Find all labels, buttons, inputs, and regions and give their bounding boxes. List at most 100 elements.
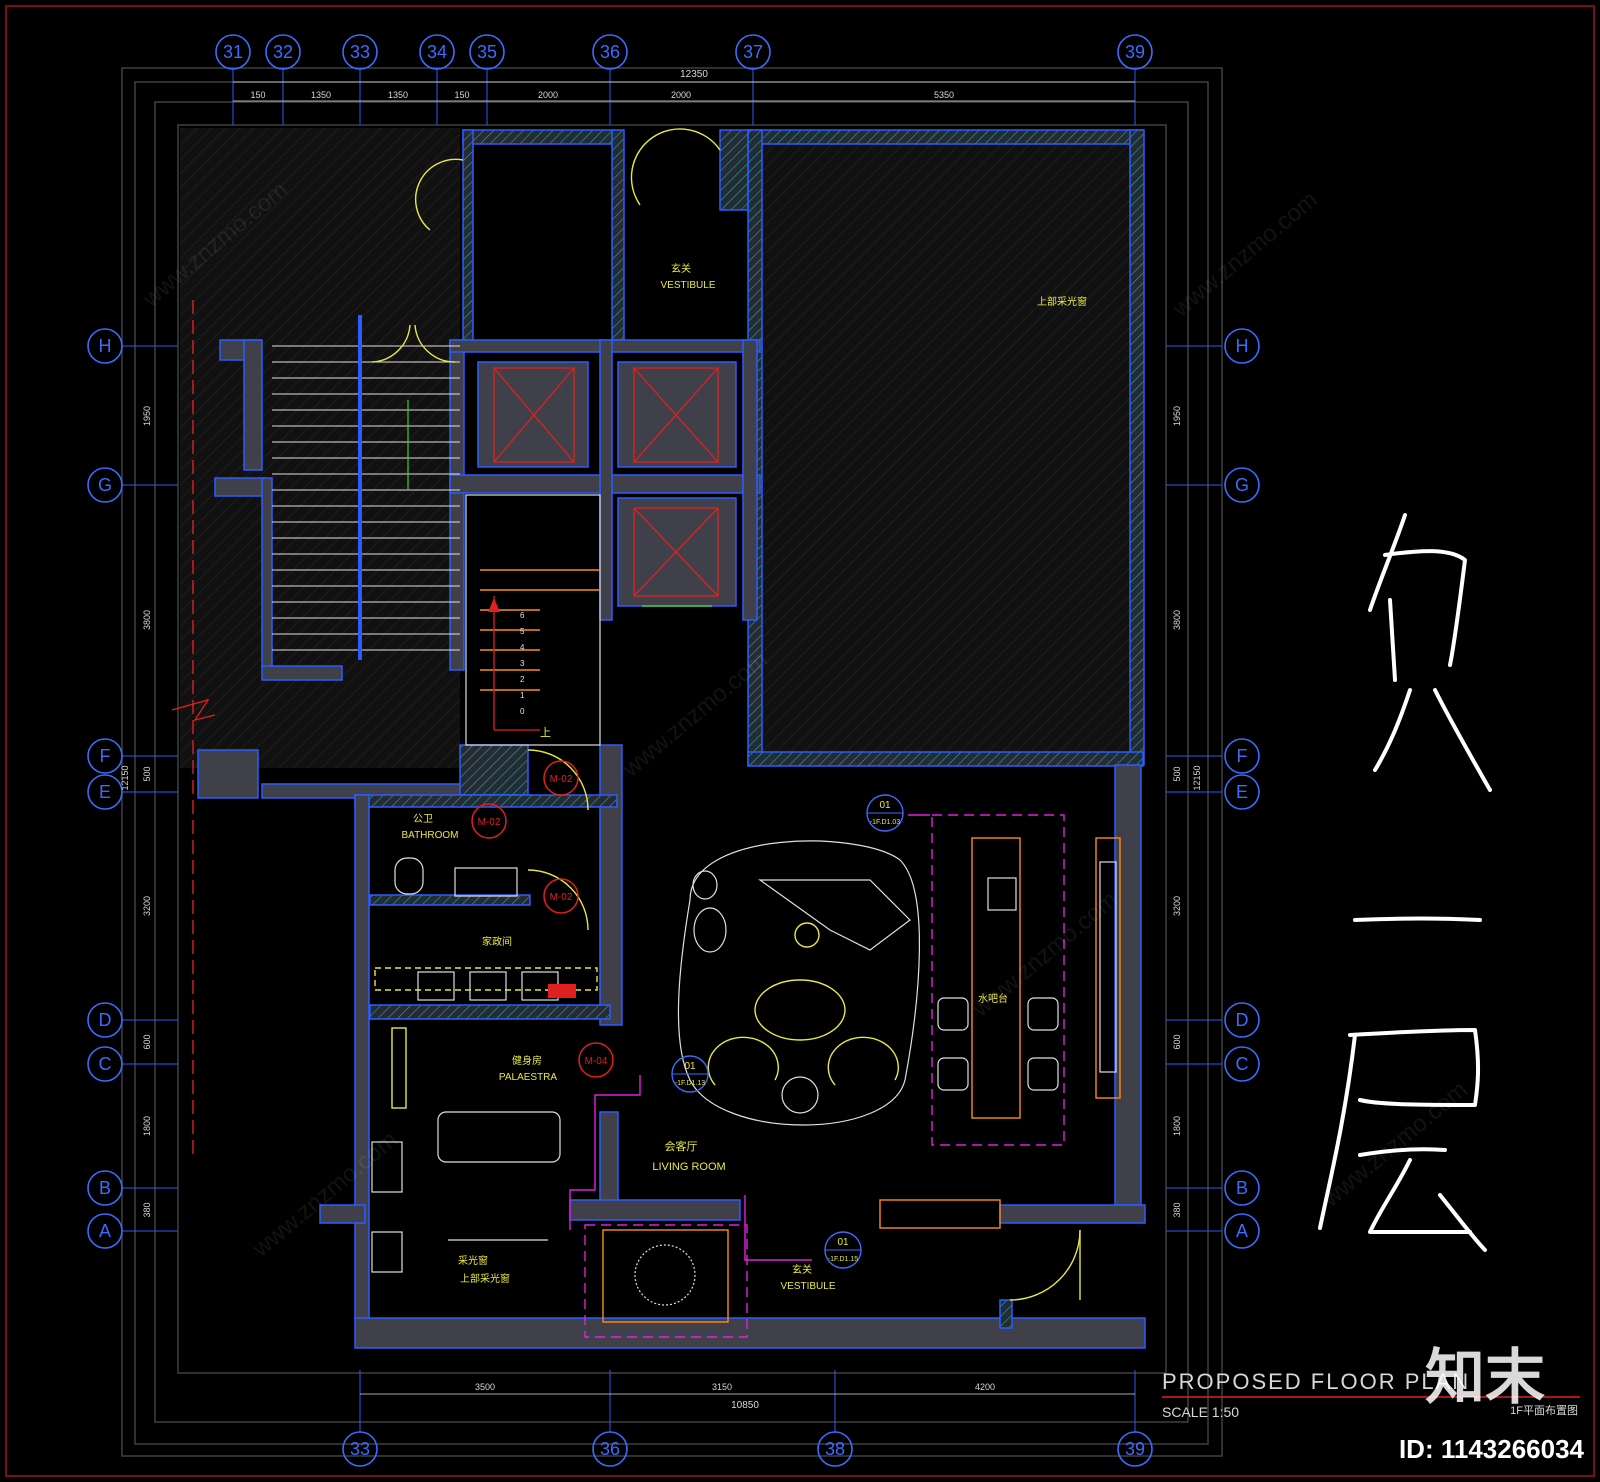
door-tag-label: M-04 <box>585 1056 608 1067</box>
dim-bottom: 3500 <box>475 1382 495 1392</box>
vestibule-top-en: VESTIBULE <box>660 280 715 291</box>
elevation-num: 01 <box>684 1061 696 1072</box>
elevation-ref: -1F.D1.13 <box>675 1080 705 1087</box>
unbuilt-area-nw <box>180 128 460 768</box>
living-cn: 会客厅 <box>665 1139 698 1153</box>
axis-label-right: B <box>1236 1178 1248 1198</box>
axis-bubble <box>87 738 123 774</box>
axis-bubble <box>215 34 251 70</box>
axis-label-top: 39 <box>1125 42 1145 62</box>
dim-top: 5350 <box>934 90 954 100</box>
stair-step-number: 4 <box>520 643 525 652</box>
axis-label-bottom: 38 <box>825 1439 845 1459</box>
axis-label-bottom: 33 <box>350 1439 370 1459</box>
palaestra-en: PALAESTRA <box>499 1072 557 1083</box>
axis-bubble <box>1224 738 1260 774</box>
dim-left: 500 <box>142 766 152 781</box>
door-swings <box>371 128 1081 1301</box>
axis-bubble <box>817 1431 853 1467</box>
axis-label-bottom: 39 <box>1125 1439 1145 1459</box>
top-total-dim: 12350 <box>680 69 708 80</box>
skylight-bottom-a: 采光窗 <box>458 1254 488 1267</box>
axis-bubble <box>592 1431 628 1467</box>
bottom-total-dim: 10850 <box>731 1400 759 1411</box>
axis-label-right: C <box>1236 1054 1249 1074</box>
watermark-site: www.znzmo.com <box>967 886 1123 1023</box>
stair-up-label: 上 <box>540 726 551 739</box>
elevation-ref: -1F.D1.15 <box>828 1256 858 1263</box>
axis-label-left: C <box>99 1054 112 1074</box>
elevation-tag: 01 -1F.D1.03 <box>866 794 904 832</box>
dim-bottom: 4200 <box>975 1382 995 1392</box>
axis-label-right: H <box>1236 336 1249 356</box>
walls <box>197 129 1146 1349</box>
palaestra-cn: 健身房 <box>512 1054 542 1067</box>
axis-label-top: 33 <box>350 42 370 62</box>
vestibule-bottom-cn: 玄关 <box>792 1263 812 1276</box>
elevation-tag: 01 -1F.D1.13 <box>671 1055 709 1093</box>
axis-bubble <box>87 467 123 503</box>
axis-label-top: 31 <box>223 42 243 62</box>
axis-label-top: 37 <box>743 42 763 62</box>
stair-step-number: 6 <box>520 611 525 620</box>
axis-bubble <box>87 1170 123 1206</box>
outer-bound <box>121 67 1223 1457</box>
watermark-site: www.znzmo.com <box>137 176 293 313</box>
axis-label-top: 34 <box>427 42 447 62</box>
stair-step-number: 2 <box>520 675 525 684</box>
right-total-dim: 12150 <box>1192 765 1202 790</box>
bathroom-en: BATHROOM <box>401 830 458 841</box>
title-main: PROPOSED FLOOR PLAN <box>1162 1369 1470 1394</box>
stair-main <box>272 315 460 660</box>
axis-bubble <box>1224 467 1260 503</box>
dim-left: 3800 <box>142 610 152 630</box>
axis-label-right: A <box>1236 1221 1248 1241</box>
axis-label-left: E <box>99 782 111 802</box>
door-tag: M-02 <box>543 760 579 796</box>
axis-bubble <box>87 1002 123 1038</box>
axis-label-right: D <box>1236 1010 1249 1030</box>
living-furniture <box>677 840 920 1126</box>
dim-left: 380 <box>142 1202 152 1217</box>
stair-internal <box>465 494 601 746</box>
left-total-dim: 12150 <box>120 765 130 790</box>
watermark-site: www.znzmo.com <box>617 646 773 783</box>
axis-label-left: A <box>99 1221 111 1241</box>
elevation-num: 01 <box>837 1237 849 1248</box>
laundry-cn: 家政间 <box>482 935 512 948</box>
dim-top: 150 <box>454 90 469 100</box>
watermark-id: ID: 1143266034 <box>1399 1434 1585 1464</box>
dim-right: 1950 <box>1172 406 1182 426</box>
axis-label-right: F <box>1237 746 1248 766</box>
axis-bubble <box>592 34 628 70</box>
axis-bubble <box>1224 1213 1260 1249</box>
handwritten-caption <box>1318 513 1492 1252</box>
dim-right: 3800 <box>1172 610 1182 630</box>
axis-label-left: D <box>99 1010 112 1030</box>
axis-label-left: G <box>98 475 112 495</box>
door-tag-label: M-02 <box>550 774 573 785</box>
axis-bubble <box>342 1431 378 1467</box>
axis-label-left: H <box>99 336 112 356</box>
axis-bubble <box>1224 1046 1260 1082</box>
dim-top: 1350 <box>388 90 408 100</box>
axis-bubble <box>87 1046 123 1082</box>
axis-bubble <box>1117 34 1153 70</box>
dim-right: 3200 <box>1172 896 1182 916</box>
dim-top: 2000 <box>671 90 691 100</box>
bar-counter <box>931 814 1121 1146</box>
watermark-site: www.znzmo.com <box>247 1126 403 1263</box>
dim-left: 3200 <box>142 896 152 916</box>
watermark-brand: 知末 <box>1425 1344 1545 1411</box>
title-cn-caption: 1F平面布置图 <box>1510 1404 1578 1417</box>
axes-layer <box>87 34 1260 1467</box>
elevator-shafts <box>477 361 737 607</box>
fixtures <box>371 857 598 1273</box>
